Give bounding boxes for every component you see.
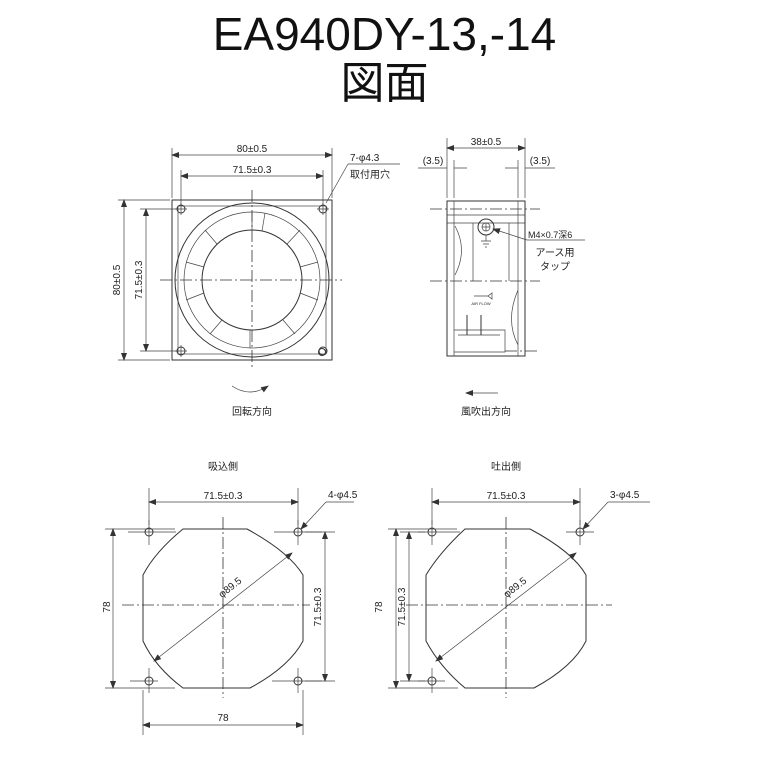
front-hole-note: 取付用穴: [350, 168, 390, 181]
tap-callout: M4×0.7深6: [528, 230, 572, 240]
tap-note-2: タップ: [540, 261, 570, 273]
side-view: AIR FLOW 38±0.5 (3.5) (3.5) M4×0.7深6 アース…: [418, 137, 585, 418]
intake-hole-callout: 4-φ4.5: [328, 490, 358, 501]
side-body: [446, 200, 526, 357]
exhaust-height-dim: 78: [374, 601, 385, 613]
side-flange-left-dim: (3.5): [423, 156, 444, 167]
side-flange-right-dim: (3.5): [530, 156, 551, 167]
front-height-dim: 80±0.5: [112, 264, 123, 295]
intake-diameter-dim: φ89.5: [217, 575, 245, 600]
rotation-caption: 回転方向: [232, 405, 272, 418]
intake-hole-pitch-v-dim: 71.5±0.3: [313, 587, 324, 626]
exhaust-holes: [418, 520, 594, 693]
intake-caption: 吸込側: [208, 460, 238, 473]
front-hole-pitch-dim: 71.5±0.3: [233, 165, 272, 176]
front-hole-pitch-v-dim: 71.5±0.3: [134, 260, 145, 299]
side-depth-dim: 38±0.5: [471, 137, 502, 148]
front-width-dim: 80±0.5: [237, 144, 268, 155]
model-title: EA940DY-13,-14: [212, 8, 557, 60]
exhaust-hole-pitch-v-dim: 71.5±0.3: [397, 587, 408, 626]
exhaust-caption: 吐出側: [491, 460, 521, 473]
drawing-subtitle: 図面: [340, 59, 429, 108]
airflow-arrow-icon: [474, 292, 493, 300]
front-hole-callout: 7-φ4.3: [350, 153, 380, 164]
front-view: 80±0.5 71.5±0.3 80±0.5 71.5±0.3 7-φ4.3 取…: [112, 144, 400, 418]
exhaust-side-cutout: 吐出側 φ89.5 71.5±0.3 78 71.5±0.3 3-φ4.5: [374, 460, 650, 698]
intake-width-dim: 78: [217, 713, 229, 724]
blow-direction-caption: 風吹出方向: [461, 405, 511, 418]
exhaust-hole-callout: 3-φ4.5: [610, 490, 640, 501]
intake-height-dim: 78: [102, 601, 113, 613]
intake-holes: [128, 520, 322, 693]
rotation-arrow-icon: [231, 385, 269, 393]
exhaust-hole-pitch-h-dim: 71.5±0.3: [487, 491, 526, 502]
airflow-label: AIR FLOW: [471, 301, 491, 306]
tap-note-1: アース用: [536, 248, 575, 259]
intake-hole-pitch-h-dim: 71.5±0.3: [204, 491, 243, 502]
intake-side-cutout: 吸込側 φ89.5 71.5±0.3 78 71.5±0.3 78 4-φ4.5: [102, 460, 358, 735]
